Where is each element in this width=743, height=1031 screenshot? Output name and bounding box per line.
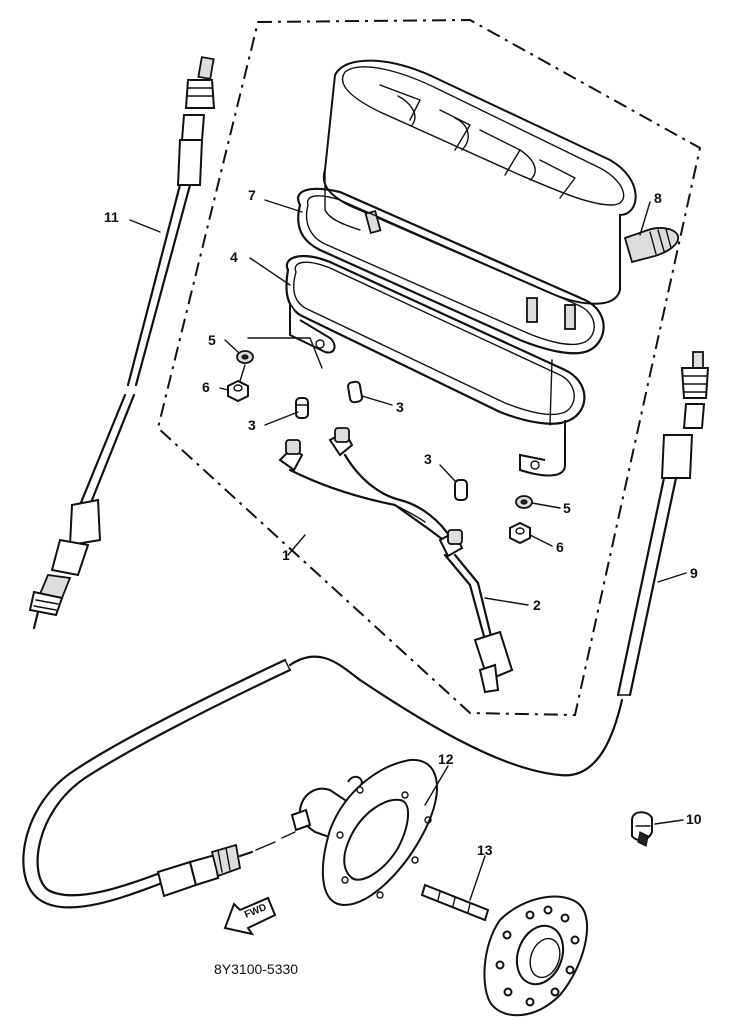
drawing-code: 8Y3100-5330: [214, 961, 298, 977]
callout-11: 11: [104, 209, 119, 225]
callout-13: 13: [477, 842, 493, 858]
gasket: [297, 187, 605, 355]
forward-direction-arrow: FWD: [223, 896, 277, 936]
callout-7: 7: [248, 187, 256, 203]
callout-6: 6: [202, 379, 210, 395]
cable-routing-line: [288, 655, 624, 777]
gear-unit-housing: [290, 758, 438, 907]
callout-12: 12: [438, 751, 454, 767]
callout-2: 2: [533, 597, 541, 613]
drive-pin: [420, 883, 490, 922]
lower-bracket: [285, 254, 586, 477]
callout-8: 8: [654, 190, 662, 206]
callout-leaders: [129, 199, 687, 901]
assembly-boundary: [156, 18, 702, 717]
callout-5: 5: [208, 332, 216, 348]
callout-5: 5: [563, 500, 571, 516]
lower-speedometer-cable: [22, 658, 296, 909]
callout-6: 6: [556, 539, 564, 555]
reset-knob: [623, 227, 680, 264]
drive-plate: [483, 895, 588, 1017]
callout-3: 3: [248, 417, 256, 433]
callout-9: 9: [690, 565, 698, 581]
tachometer-cable: [616, 351, 710, 697]
wire-harness: [278, 427, 514, 694]
bulb: [346, 380, 364, 404]
leader-line: [549, 359, 553, 426]
callout-3: 3: [424, 451, 432, 467]
callout-1: 1: [282, 547, 290, 563]
cable-clamp: [631, 811, 653, 847]
meter-housing: [322, 59, 637, 330]
nut-right: [509, 521, 531, 545]
callout-4: 4: [230, 249, 238, 265]
speedometer-cable-upper: [28, 56, 216, 630]
callouts: 1 2 3 3 3 4 5 5 6 6 7 8 9 10 11 12 13: [104, 187, 702, 858]
washer-left: [236, 350, 254, 364]
nut-left: [227, 379, 249, 403]
washer-right: [515, 495, 533, 509]
leader-line: [247, 337, 323, 369]
callout-3: 3: [396, 399, 404, 415]
callout-10: 10: [686, 811, 702, 827]
bulb: [454, 479, 468, 501]
bulb: [295, 397, 309, 419]
